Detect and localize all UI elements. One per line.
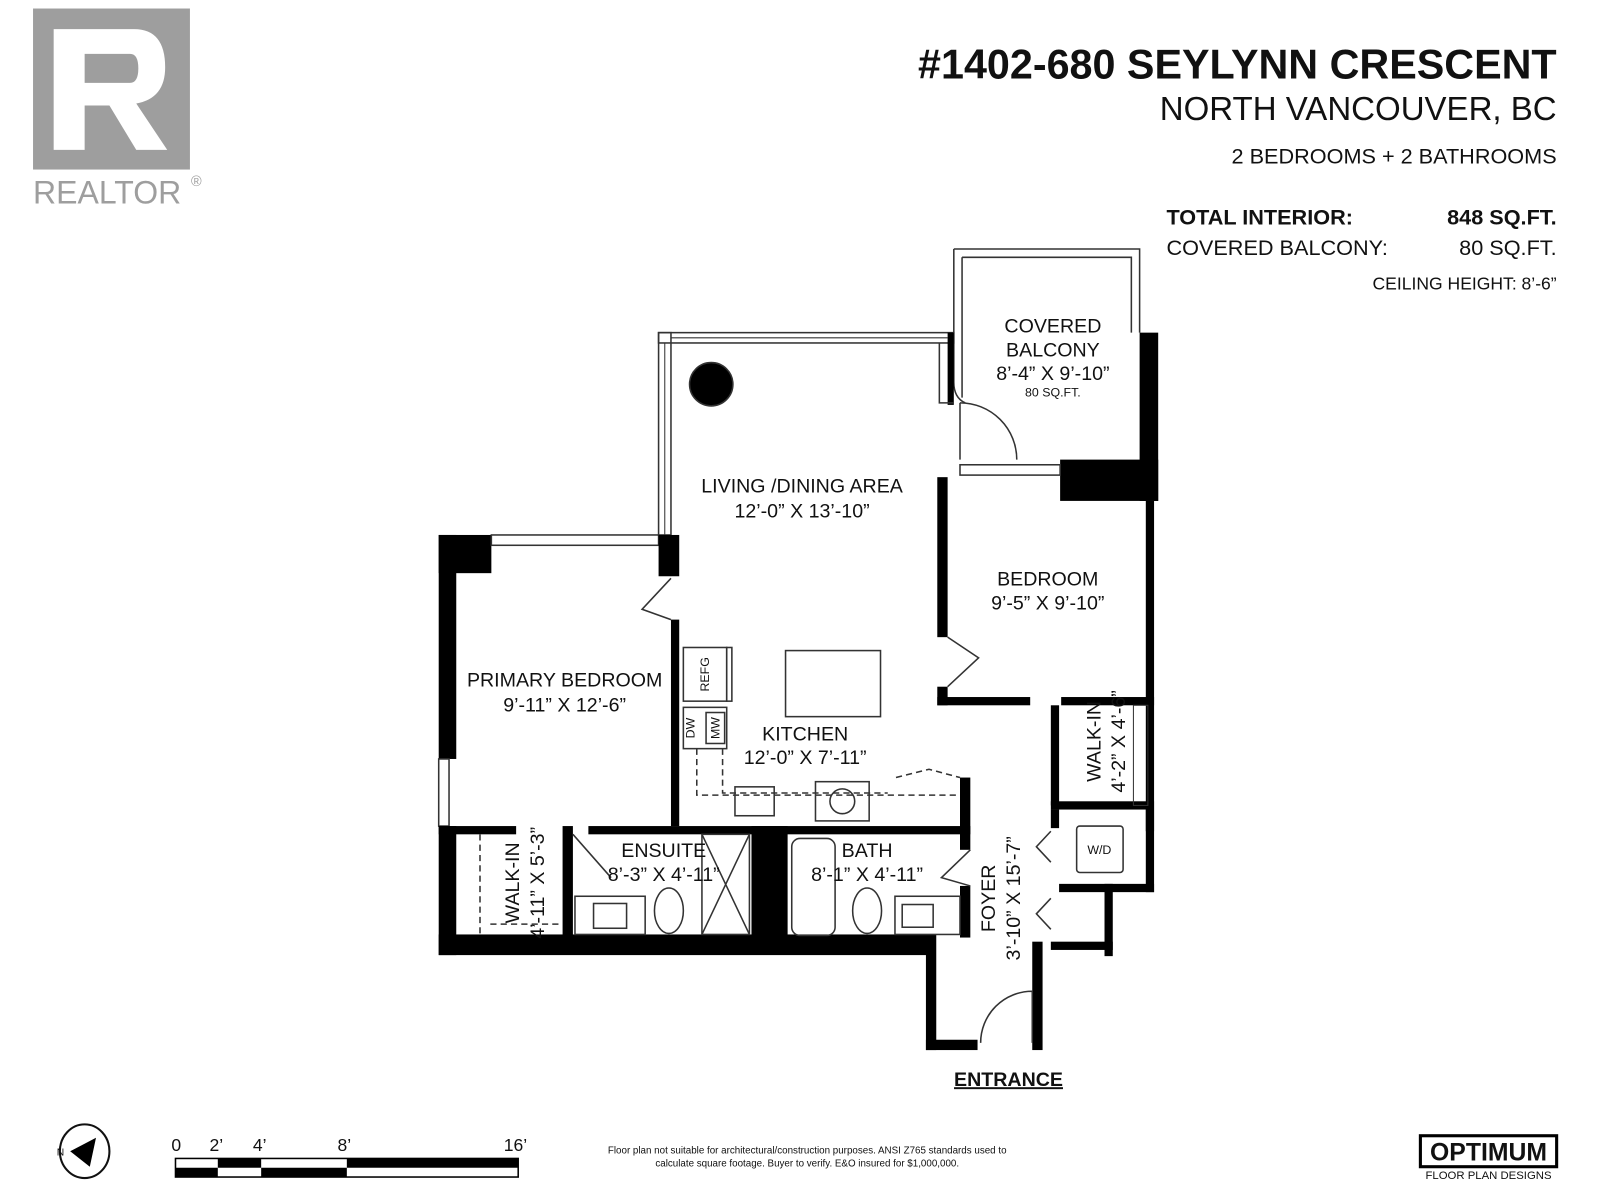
svg-text:0: 0: [171, 1135, 181, 1155]
svg-text:8’-3” X 4’-11”: 8’-3” X 4’-11”: [608, 864, 720, 886]
svg-text:PRIMARY BEDROOM: PRIMARY BEDROOM: [467, 670, 662, 692]
stove-icon: [814, 780, 870, 822]
svg-text:80 SQ.FT.: 80 SQ.FT.: [1459, 235, 1556, 260]
svg-text:FLOOR PLAN DESIGNS: FLOOR PLAN DESIGNS: [1425, 1170, 1552, 1182]
svg-text:2’: 2’: [210, 1135, 224, 1155]
svg-text:12’-0” X 13’-10”: 12’-0” X 13’-10”: [734, 500, 869, 522]
svg-text:8’-1” X 4’-11”: 8’-1” X 4’-11”: [811, 864, 923, 886]
address-title: #1402-680 SEYLYNN CRESCENT: [918, 42, 1557, 88]
svg-text:COVERED BALCONY:: COVERED BALCONY:: [1166, 235, 1387, 260]
svg-text:BALCONY: BALCONY: [1006, 339, 1100, 361]
entrance-label: ENTRANCE: [954, 1069, 1063, 1091]
column-icon: [688, 361, 734, 407]
north-arrow-icon: N: [57, 1123, 111, 1180]
scale-bar: 0 2’ 4’ 8’ 16’: [171, 1135, 527, 1178]
svg-text:9’-5” X 9’-10”: 9’-5” X 9’-10”: [991, 592, 1104, 614]
toilet-icon: [851, 887, 883, 935]
fixtures: [479, 361, 1124, 937]
svg-text:80 SQ.FT.: 80 SQ.FT.: [1025, 386, 1081, 400]
svg-text:TOTAL INTERIOR:: TOTAL INTERIOR:: [1166, 204, 1352, 229]
svg-text:4’-2” X 4’-6”: 4’-2” X 4’-6”: [1108, 690, 1130, 792]
svg-text:8’: 8’: [338, 1135, 352, 1155]
toilet-icon: [653, 887, 685, 935]
bathtub: [790, 837, 836, 937]
svg-text:WALK-IN: WALK-IN: [502, 842, 524, 923]
svg-text:FOYER: FOYER: [978, 865, 1000, 933]
svg-text:COVERED: COVERED: [1004, 316, 1101, 338]
svg-text:®: ®: [191, 174, 202, 190]
svg-text:BEDROOM: BEDROOM: [997, 569, 1098, 591]
svg-text:DW: DW: [684, 717, 698, 738]
svg-text:8’-4” X 9’-10”: 8’-4” X 9’-10”: [996, 363, 1109, 385]
svg-text:ENSUITE: ENSUITE: [621, 840, 706, 862]
svg-text:OPTIMUM: OPTIMUM: [1430, 1140, 1547, 1167]
summary: 2 BEDROOMS + 2 BATHROOMS: [1232, 143, 1557, 168]
kitchen-island: [784, 649, 882, 718]
svg-text:12’-0” X 7’-11”: 12’-0” X 7’-11”: [744, 747, 867, 769]
svg-text:16’: 16’: [504, 1135, 527, 1155]
svg-text:KITCHEN: KITCHEN: [762, 723, 848, 745]
room-labels: COVERED BALCONY 8’-4” X 9’-10” 80 SQ.FT.…: [467, 316, 1130, 1092]
svg-text:3’-10” X 15’-7”: 3’-10” X 15’-7”: [1003, 836, 1025, 960]
ceiling-height: CEILING HEIGHT: 8’-6”: [1373, 273, 1557, 293]
city: NORTH VANCOUVER, BC: [1160, 90, 1557, 127]
svg-text:848 SQ.FT.: 848 SQ.FT.: [1447, 204, 1557, 229]
washer-dryer: [1075, 825, 1124, 874]
header: #1402-680 SEYLYNN CRESCENT NORTH VANCOUV…: [918, 42, 1557, 294]
shower: [701, 833, 751, 936]
optimum-logo: OPTIMUM FLOOR PLAN DESIGNS: [1418, 1134, 1559, 1182]
svg-text:MW: MW: [708, 717, 722, 739]
svg-text:WALK-IN: WALK-IN: [1083, 701, 1105, 782]
svg-text:BATH: BATH: [842, 840, 893, 862]
svg-text:4’-11” X 5’-3”: 4’-11” X 5’-3”: [527, 827, 549, 939]
svg-text:4’: 4’: [253, 1135, 267, 1155]
disclaimer-line-2: calculate square footage. Buyer to verif…: [655, 1159, 959, 1170]
svg-text:W/D: W/D: [1087, 843, 1111, 857]
svg-text:N: N: [57, 1147, 64, 1158]
svg-text:LIVING /DINING AREA: LIVING /DINING AREA: [701, 476, 904, 498]
kitchen-sink: [734, 786, 775, 817]
svg-text:REALTOR: REALTOR: [33, 175, 181, 211]
disclaimer-line-1: Floor plan not suitable for architectura…: [608, 1145, 1007, 1156]
svg-text:REFG: REFG: [698, 657, 712, 691]
svg-text:9’-11” X 12’-6”: 9’-11” X 12’-6”: [503, 694, 626, 716]
walls: [437, 248, 1159, 1051]
realtor-logo: REALTOR ®: [33, 8, 202, 211]
